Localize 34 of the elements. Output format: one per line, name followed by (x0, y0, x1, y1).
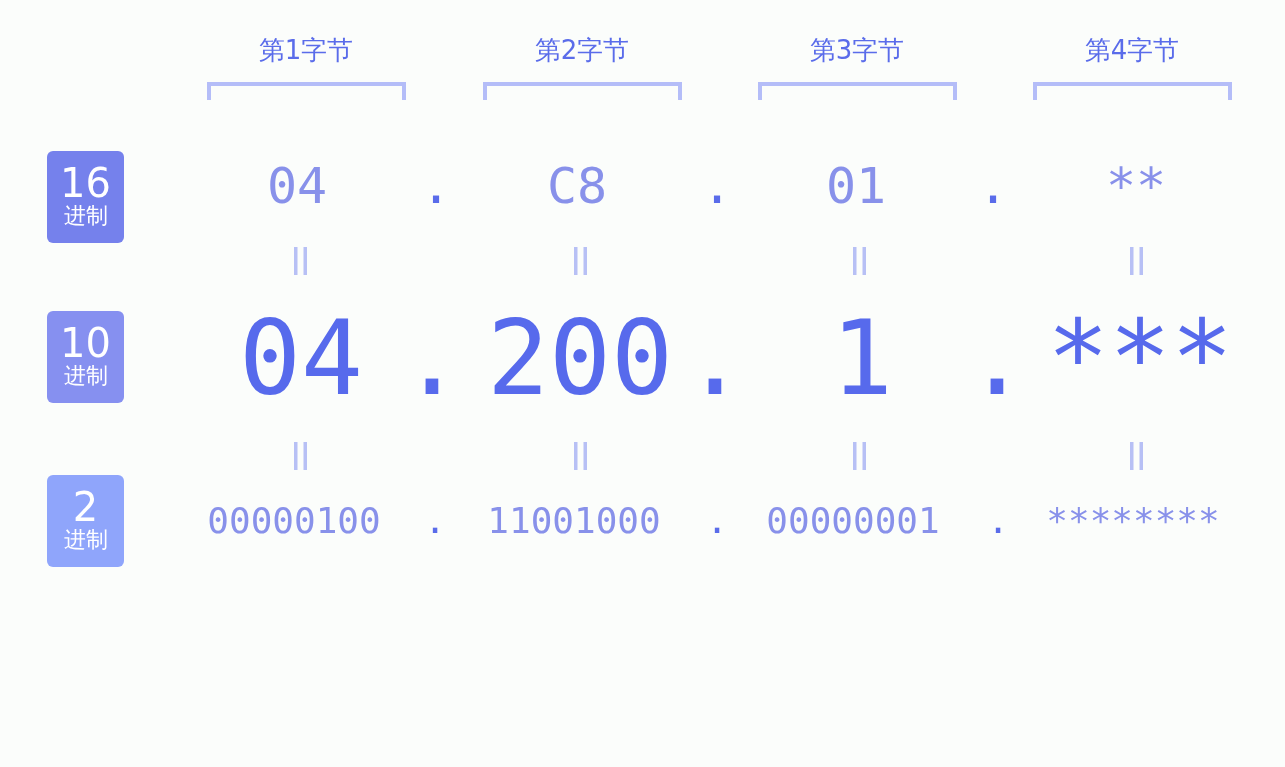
base-label: 进制 (63, 364, 108, 388)
base-badge (47, 475, 124, 567)
base-badge (47, 151, 124, 243)
decimal-value: 1 (831, 306, 893, 410)
base-number: 16 (60, 162, 111, 205)
decimal-value: 04 (239, 306, 363, 410)
dot-separator: . (684, 306, 746, 410)
hex-value: 04 (266, 161, 328, 211)
dot-separator: . (424, 503, 446, 539)
byte-header: 第4字节 (1084, 37, 1180, 63)
dot-separator: . (420, 161, 452, 211)
byte-header: 第3字节 (809, 37, 905, 63)
byte-header: 第1字节 (258, 37, 354, 63)
hex-value: ** (1105, 161, 1167, 211)
binary-value: ******** (1046, 503, 1220, 539)
dot-separator: . (966, 306, 1028, 410)
dot-separator: . (401, 306, 463, 410)
dot-separator: . (706, 503, 728, 539)
byte-header: 第2字节 (534, 37, 630, 63)
decimal-value: 200 (487, 306, 673, 410)
base-badge (47, 311, 124, 403)
hex-value: C8 (546, 161, 608, 211)
binary-value: 00000001 (766, 503, 940, 539)
decimal-value: *** (1047, 306, 1233, 410)
binary-value: 11001000 (487, 503, 661, 539)
base-label: 进制 (63, 528, 108, 552)
base-number: 10 (60, 322, 111, 365)
dot-separator: . (977, 161, 1009, 211)
base-number: 2 (72, 486, 99, 529)
dot-separator: . (701, 161, 733, 211)
binary-value: 00000100 (207, 503, 381, 539)
base-label: 进制 (63, 204, 108, 228)
hex-value: 01 (825, 161, 887, 211)
dot-separator: . (987, 503, 1009, 539)
